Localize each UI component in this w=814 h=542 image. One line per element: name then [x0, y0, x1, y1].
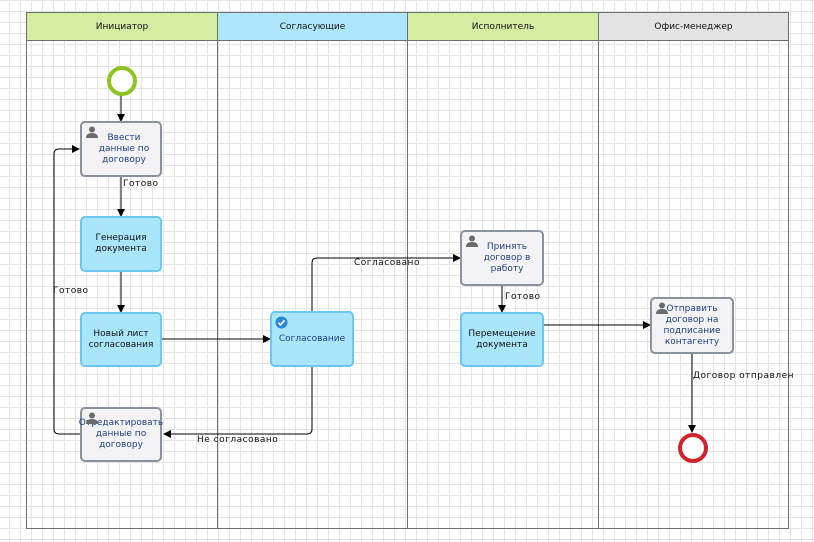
task-label: Генерация документа [95, 233, 147, 254]
user-icon [86, 412, 98, 424]
task-label: Отредактировать данные по договору [78, 418, 164, 450]
lane-label-office-manager: Офис-менеджер [654, 21, 733, 32]
end-event[interactable] [678, 433, 708, 463]
flow-approval-to-edit [163, 367, 313, 438]
edge-label-ready-loop: Готово [53, 286, 89, 296]
edge-label-approved: Согласовано [354, 258, 420, 268]
check-circle-icon [275, 316, 288, 329]
lane-office-manager: Офис-менеджер [598, 12, 789, 529]
task-label: Ввести данные по договору [98, 132, 150, 165]
lane-header-initiator: Инициатор [27, 13, 217, 41]
task-label: Согласование [278, 333, 346, 344]
lane-header-approvers: Согласующие [218, 13, 407, 41]
start-event[interactable] [107, 66, 137, 96]
task-generate-document[interactable]: Генерация документа [80, 216, 162, 272]
lane-label-initiator: Инициатор [95, 21, 149, 32]
edge-label-sent: Договор отправлен [693, 371, 794, 381]
task-enter-contract-data[interactable]: Ввести данные по договору [80, 121, 162, 177]
task-label: Перемещение документа [468, 328, 536, 350]
user-icon [466, 235, 478, 247]
lane-header-office-manager: Офис-менеджер [599, 13, 788, 41]
task-label: Принять договор в работу [483, 241, 531, 274]
edge-label-ready-2: Готово [505, 292, 541, 302]
lane-header-executor: Исполнитель [408, 13, 598, 41]
task-accept-contract[interactable]: Принять договор в работу [460, 230, 544, 286]
task-approval[interactable]: Согласование [270, 311, 354, 367]
edge-label-ready-1: Готово [123, 179, 159, 189]
flow-approval-to-accept [311, 254, 461, 311]
user-icon [656, 302, 668, 314]
task-label: Отправить договор на подписание контаген… [663, 303, 721, 347]
edge-label-not-approved: Не согласовано [197, 435, 279, 445]
task-new-approval-sheet[interactable]: Новый лист согласования [80, 312, 162, 367]
flow-edit-to-enter [53, 145, 80, 435]
lane-executor: Исполнитель [407, 12, 599, 529]
task-move-document[interactable]: Перемещение документа [460, 312, 544, 367]
lane-label-approvers: Согласующие [279, 21, 346, 32]
task-edit-contract-data[interactable]: Отредактировать данные по договору [78, 407, 164, 462]
lane-label-executor: Исполнитель [471, 21, 535, 32]
task-label: Новый лист согласования [88, 328, 154, 350]
task-send-contract[interactable]: Отправить договор на подписание контаген… [650, 297, 734, 354]
user-icon [86, 126, 98, 138]
